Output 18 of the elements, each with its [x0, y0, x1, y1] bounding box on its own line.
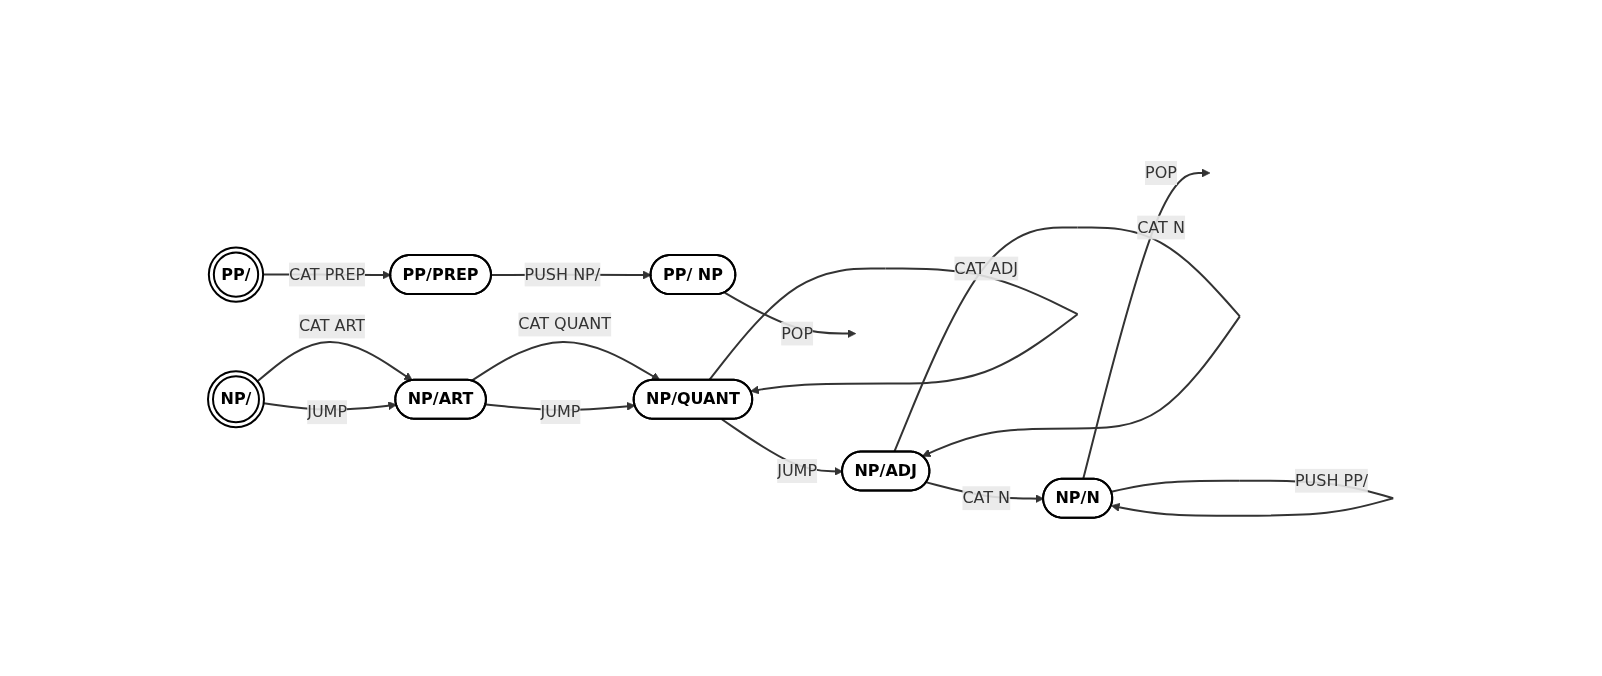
- arrow: [256, 341, 414, 383]
- edge-label: JUMP: [777, 461, 818, 481]
- edge-label: PUSH PP/: [1295, 470, 1369, 490]
- node-circle: NP/: [207, 370, 266, 429]
- edge-label: CAT PREP: [289, 264, 366, 284]
- arrow: [893, 226, 1242, 458]
- arrow: [470, 341, 661, 382]
- edge-label: POP: [781, 323, 814, 343]
- edge-label: CAT ADJ: [954, 258, 1019, 278]
- edge-label: CAT QUANT: [518, 314, 612, 334]
- edge-label: CAT N: [1137, 217, 1186, 237]
- edge-label: JUMP: [540, 402, 581, 422]
- edge-label: CAT N: [962, 488, 1011, 508]
- edge-label: JUMP: [307, 402, 348, 422]
- edge-label: CAT ART: [299, 316, 366, 336]
- edge-label: POP: [1145, 163, 1178, 183]
- node-circle: PP/: [208, 246, 265, 303]
- edge-label: PUSH NP/: [524, 264, 601, 284]
